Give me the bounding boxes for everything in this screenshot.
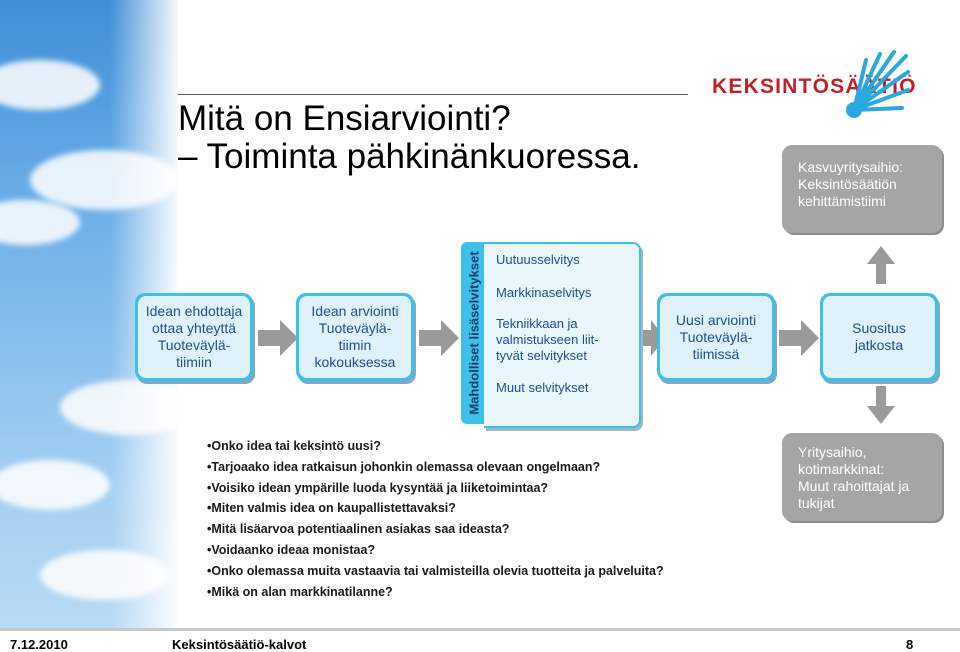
list-item: Tekniikkaan ja valmistukseen liit- tyvät…	[496, 316, 599, 363]
arrow-right-icon	[258, 320, 298, 356]
title-line-1: Mitä on Ensiarviointi?	[178, 99, 511, 138]
question-item: •Mikä on alan markkinatilanne?	[207, 584, 393, 599]
flow-box-arviointi: Idean arviointi Tuoteväylä- tiimin kokou…	[296, 293, 414, 381]
list-item: Uutuusselvitys	[496, 252, 580, 267]
question-item: •Onko olemassa muita vastaavia tai valmi…	[207, 563, 664, 578]
arrow-up-icon	[867, 246, 895, 284]
list-item: Muut selvitykset	[496, 380, 589, 395]
yritys-line-3: Muut rahoittajat ja	[798, 478, 910, 494]
flow-box-suositus: Suositus jatkosta	[820, 293, 938, 381]
kasvu-line-2: Keksintösäätiön	[798, 176, 897, 192]
title-rule	[178, 94, 688, 95]
star-burst-logo-icon	[846, 50, 910, 118]
question-list: •Onko idea tai keksintö uusi? •Tarjoaako…	[207, 436, 664, 602]
footer-source: Keksintösäätiö-kalvot	[172, 637, 307, 652]
flow-box-ehdottaja: Idean ehdottaja ottaa yhteyttä Tuoteväyl…	[135, 293, 253, 381]
yritysaihio-box: Yritysaihio, kotimarkkinat: Muut rahoitt…	[782, 433, 942, 521]
question-item: •Miten valmis idea on kaupallistettavaks…	[207, 501, 456, 516]
selvitykset-list: Uutuusselvitys Markkinaselvitys Tekniikk…	[484, 242, 641, 428]
question-item: •Voidaanko ideaa monistaa?	[207, 542, 376, 557]
arrow-right-icon	[779, 320, 819, 356]
kasvuyritysaihio-box: Kasvuyritysaihio: Keksintösäätiön kehitt…	[782, 145, 942, 233]
flow-box-uusi-arviointi-text: Uusi arviointi Tuoteväylä- tiimissä	[660, 296, 772, 378]
arrow-right-icon	[419, 320, 459, 356]
question-item: •Mitä lisäarvoa potentiaalinen asiakas s…	[207, 522, 510, 537]
question-item: •Voisiko idean ympärille luoda kysyntää …	[207, 480, 549, 495]
title-line-2: – Toiminta pähkinänkuoressa.	[178, 137, 641, 176]
footer-rule	[0, 628, 960, 631]
yritys-line-1: Yritysaihio,	[798, 444, 867, 460]
footer-page-number: 8	[906, 637, 914, 652]
kasvu-line-3: kehittämistiimi	[798, 193, 886, 209]
question-item: •Onko idea tai keksintö uusi?	[207, 439, 381, 453]
question-item: •Tarjoaako idea ratkaisun johonkin olema…	[207, 459, 601, 474]
flow-box-uusi-arviointi: Uusi arviointi Tuoteväylä- tiimissä	[657, 293, 775, 381]
footer-date: 7.12.2010	[10, 637, 68, 652]
lisaselvitykset-side-label: Mahdolliset lisäselvitykset	[461, 242, 487, 424]
flow-box-ehdottaja-text: Idean ehdottaja ottaa yhteyttä Tuoteväyl…	[138, 296, 250, 378]
list-item: Markkinaselvitys	[496, 285, 592, 300]
arrow-right-icon	[643, 320, 665, 356]
kasvu-line-1: Kasvuyritysaihio:	[798, 159, 904, 175]
flow-box-arviointi-text: Idean arviointi Tuoteväylä- tiimin kokou…	[299, 296, 411, 378]
page-title: Mitä on Ensiarviointi? – Toiminta pähkin…	[178, 100, 640, 176]
side-label-text: Mahdolliset lisäselvitykset	[466, 251, 482, 415]
yritys-line-2: kotimarkkinat:	[798, 461, 885, 477]
yritys-line-4: tukijat	[798, 495, 835, 511]
arrow-down-icon	[867, 386, 895, 424]
flow-box-suositus-text: Suositus jatkosta	[823, 296, 935, 378]
